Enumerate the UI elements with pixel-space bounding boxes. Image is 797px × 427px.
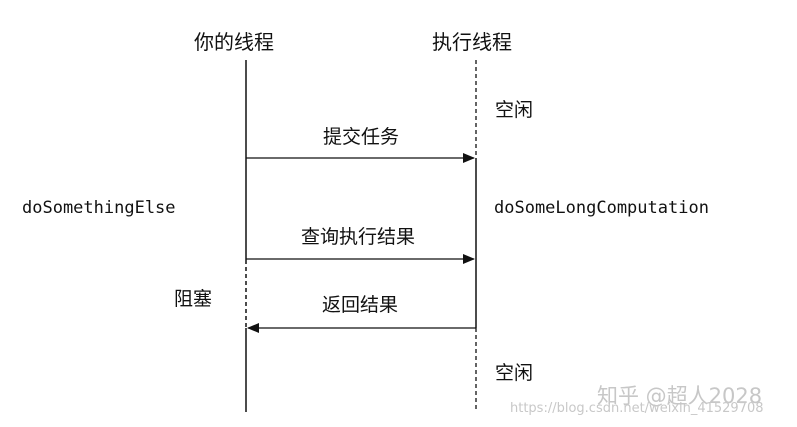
- idle-top-label: 空闲: [495, 99, 534, 121]
- idle-bottom-label: 空闲: [495, 362, 534, 384]
- watermark-brand: 知乎 @超人2028: [597, 384, 763, 408]
- do-long-computation-label: doSomeLongComputation: [494, 198, 709, 218]
- right-thread-title: 执行线程: [432, 30, 512, 54]
- left-thread-title: 你的线程: [194, 30, 274, 54]
- blocked-label: 阻塞: [174, 288, 213, 310]
- watermark-url: https://blog.csdn.net/weixin_41529708: [510, 401, 764, 416]
- submit-task-label: 提交任务: [323, 126, 400, 148]
- do-something-else-label: doSomethingElse: [22, 198, 176, 218]
- query-result-label: 查询执行结果: [301, 226, 416, 248]
- return-result-label: 返回结果: [322, 294, 399, 316]
